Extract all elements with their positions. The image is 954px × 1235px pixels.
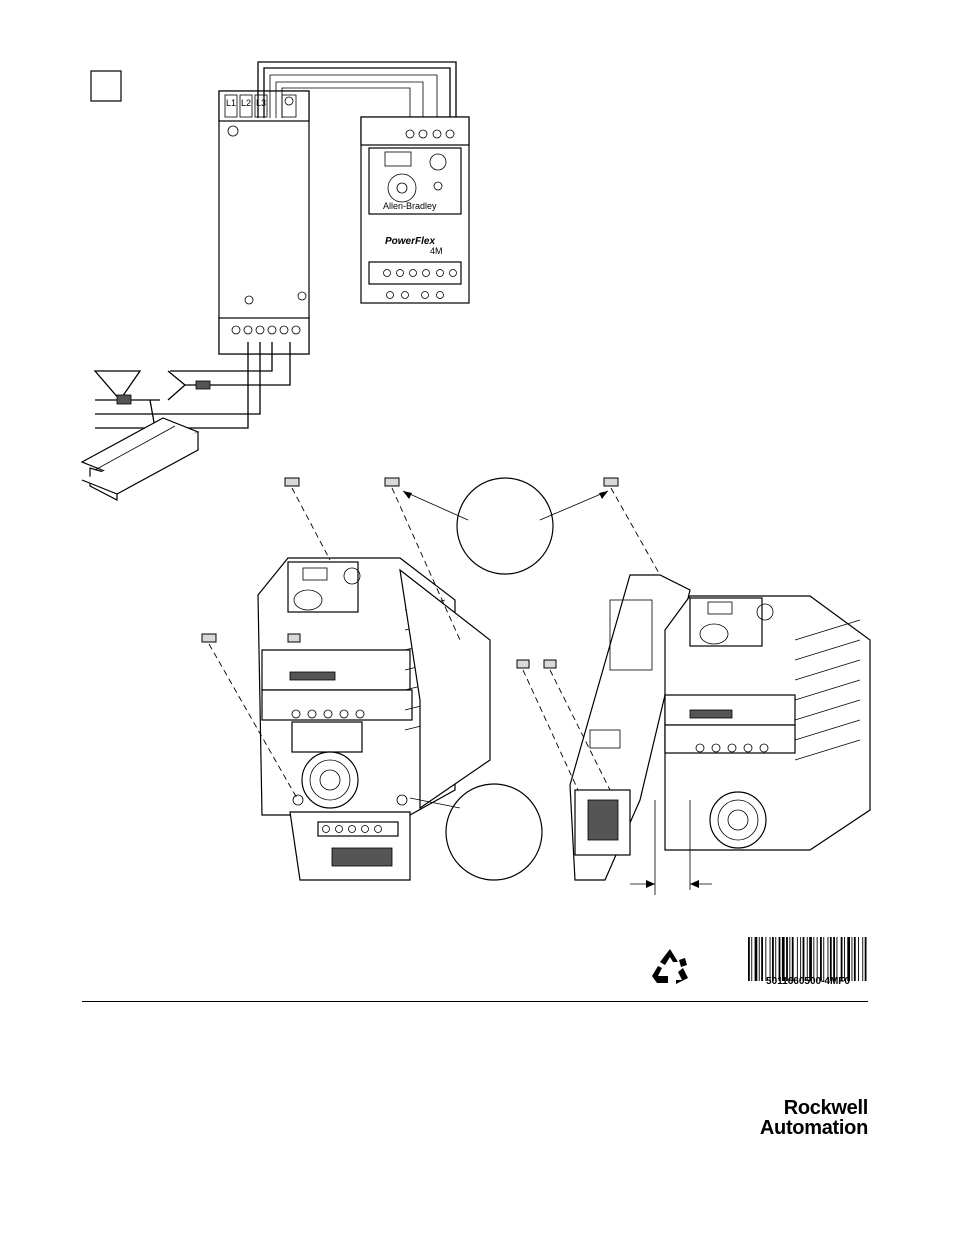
- company-logo-line2: Automation: [760, 1118, 868, 1138]
- ground-beam: [82, 418, 198, 500]
- filter-terminal-l1: L1: [226, 98, 236, 108]
- drive-unit-top: Allen-Bradley PowerFlex 4M: [361, 117, 469, 303]
- installation-diagram: L1 L2 L3 Allen-Bradley P: [0, 0, 954, 1000]
- company-logo: Rockwell Automation: [760, 1098, 868, 1138]
- drive-brand-label: Allen-Bradley: [383, 201, 437, 211]
- emc-filter: L1 L2 L3: [219, 91, 309, 354]
- company-logo-line1: Rockwell: [760, 1098, 868, 1118]
- recycle-icon: [648, 946, 692, 986]
- part-number: 5011660500-4MF0: [747, 976, 869, 987]
- filter-terminal-l2: L2: [241, 98, 251, 108]
- supply-wiring: [95, 342, 290, 428]
- figure-marker-box: [91, 71, 121, 101]
- drive-model-suffix: 4M: [430, 246, 443, 256]
- drive-model-label: PowerFlex: [385, 236, 435, 247]
- footer-rule: [82, 1001, 868, 1002]
- drive-assembly-right: [570, 575, 870, 895]
